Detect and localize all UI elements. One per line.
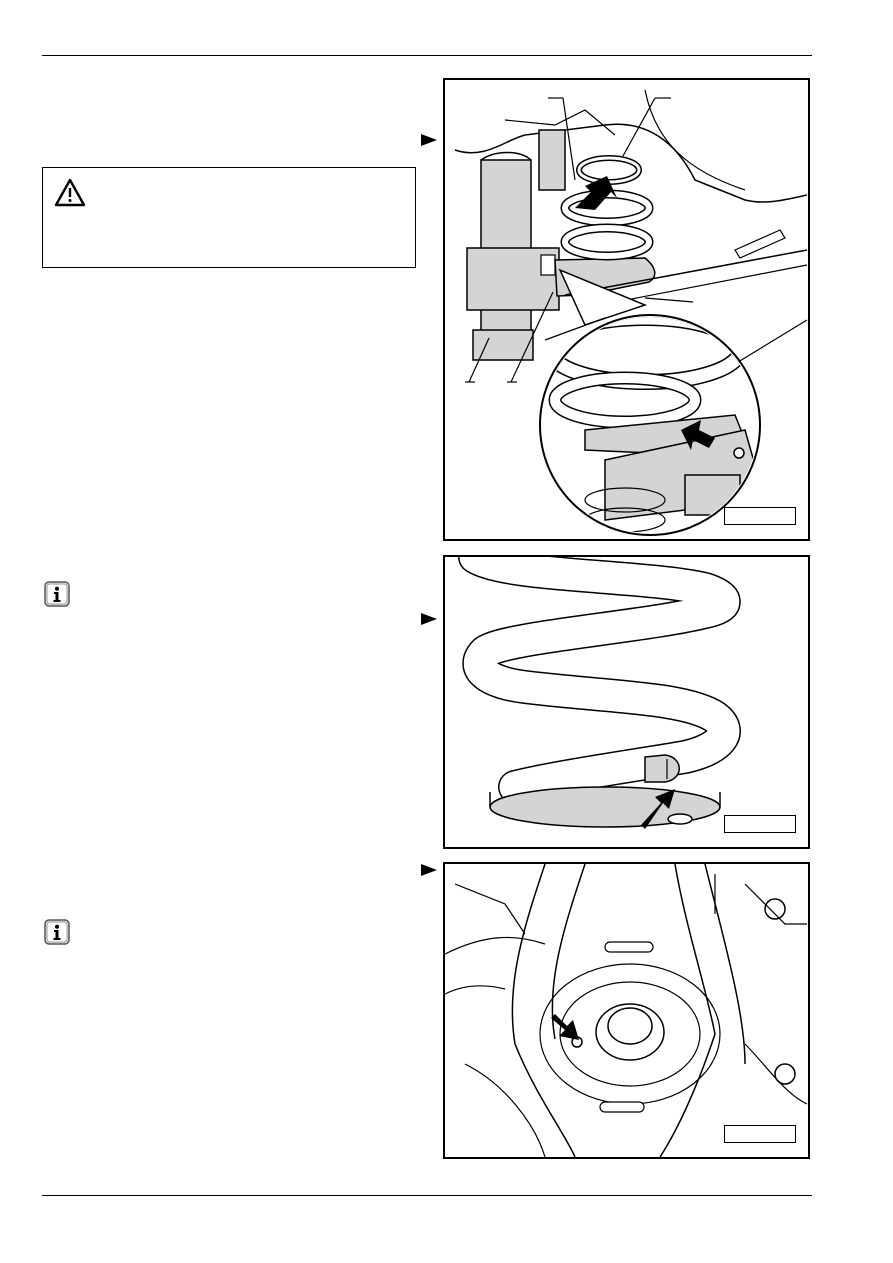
figure-id-box	[724, 507, 796, 525]
warning-box	[42, 167, 416, 268]
info-note-icon	[44, 919, 70, 945]
figure-id-box	[724, 815, 796, 833]
figure-id-box	[724, 1125, 796, 1143]
figure-pointer	[421, 613, 437, 625]
footer-rule	[42, 1195, 812, 1196]
figure-spring-seat-removal	[443, 78, 810, 541]
warning-triangle-icon	[54, 178, 86, 207]
figure-lower-arm-spring-seat	[443, 862, 810, 1159]
header-rule	[42, 55, 812, 56]
figure-pointer	[421, 134, 437, 146]
info-note-icon	[44, 581, 70, 607]
figure-pointer	[421, 864, 437, 876]
figure-spring-end-stop	[443, 555, 810, 849]
